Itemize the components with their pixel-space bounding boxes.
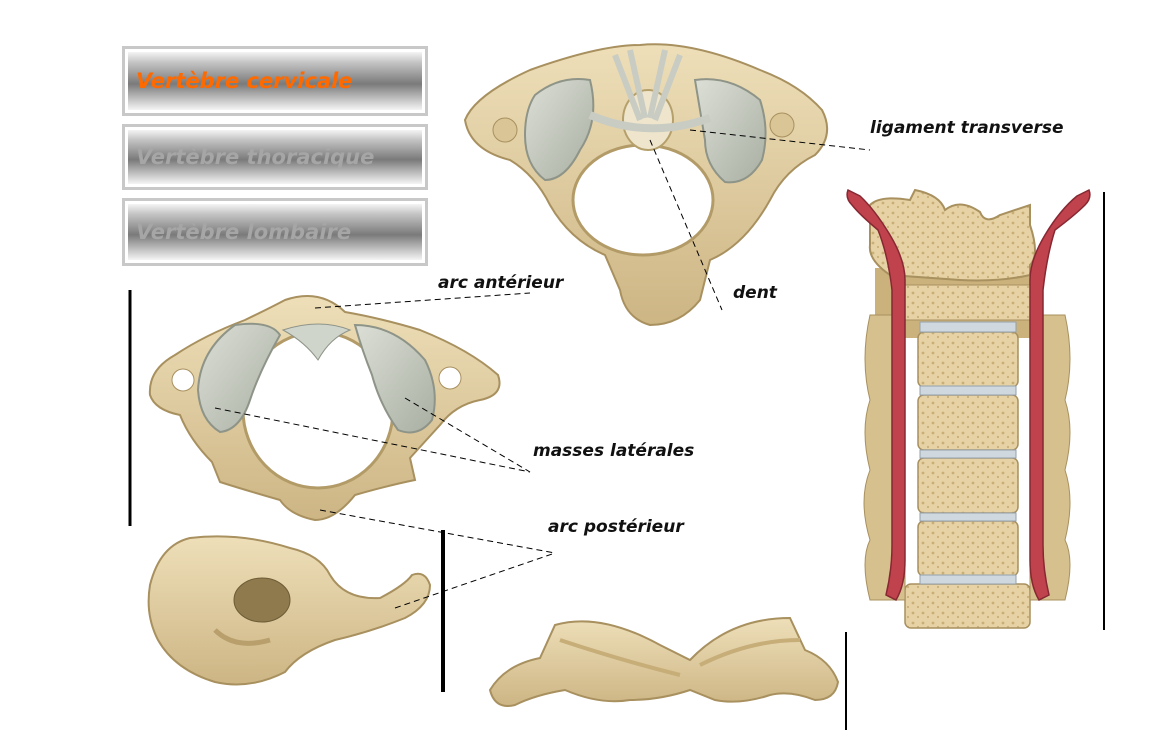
label-ligament-transverse: ligament transverse [870,118,1064,138]
atlas-lateral-illustration [147,535,432,686]
vertebre-thoracique-label: Vertèbre thoracique [128,130,422,184]
label-dent: dent [733,283,777,303]
vertebre-cervicale-label: Vertèbre cervicale [128,52,422,110]
cervical-spine-section-illustration [846,188,1091,629]
vertebre-lombaire-button[interactable]: Vertèbre lombaire [122,198,428,266]
atlas-with-dent-illustration [463,43,829,327]
label-arc-posterieur: arc postérieur [548,517,684,537]
label-masses-laterales: masses latérales [533,441,695,461]
vertebre-lombaire-label: Vertèbre lombaire [128,204,422,260]
label-arc-anterieur: arc antérieur [438,273,564,293]
vertebre-thoracique-button[interactable]: Vertèbre thoracique [122,124,428,190]
vertebre-cervicale-button[interactable]: Vertèbre cervicale [122,46,428,116]
atlas-c1-illustration [148,295,501,522]
leader-lines [214,129,871,609]
axis-bottom-illustration [488,616,840,707]
